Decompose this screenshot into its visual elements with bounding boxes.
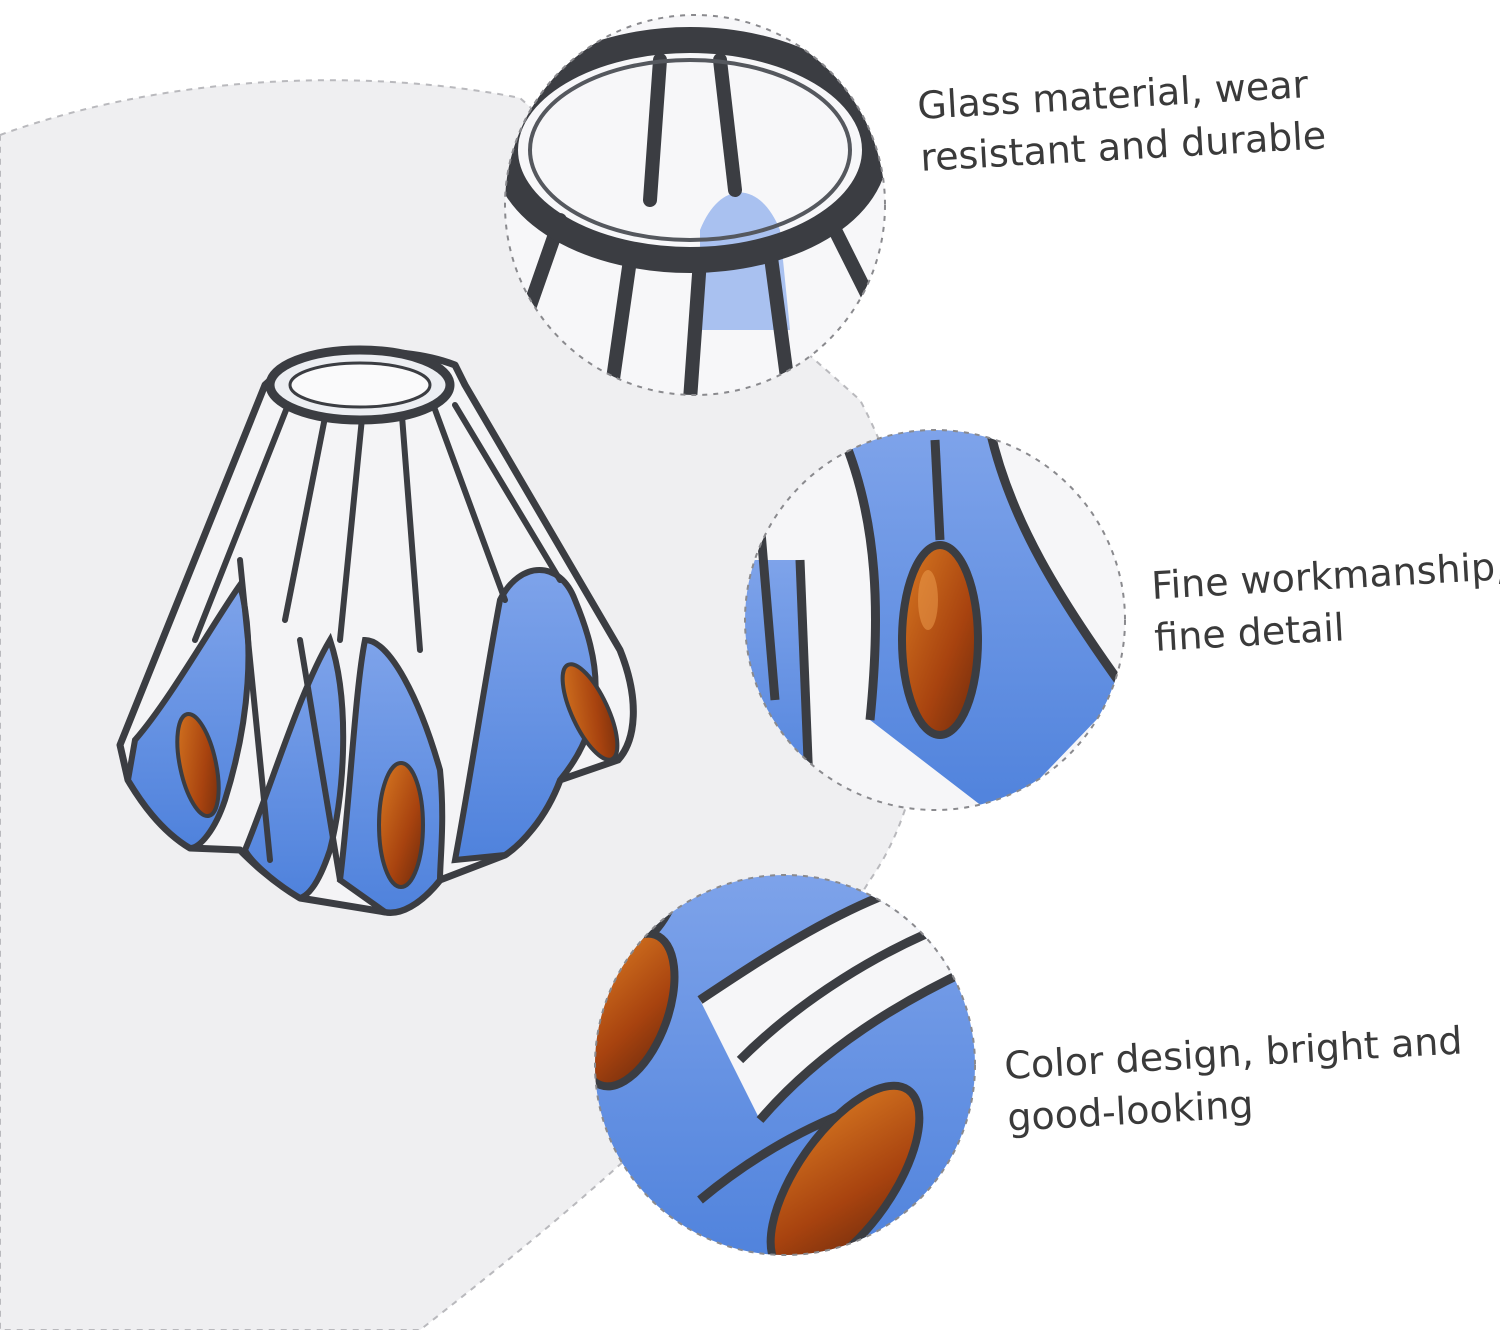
lampshade-main [116, 345, 637, 917]
detail-circle-color [594, 874, 976, 1256]
detail-circle-bead [744, 429, 1126, 811]
feature-caption-workmanship: Fine workmanship, fine detail [1150, 540, 1500, 664]
detail-circle-top-ring [504, 14, 886, 396]
